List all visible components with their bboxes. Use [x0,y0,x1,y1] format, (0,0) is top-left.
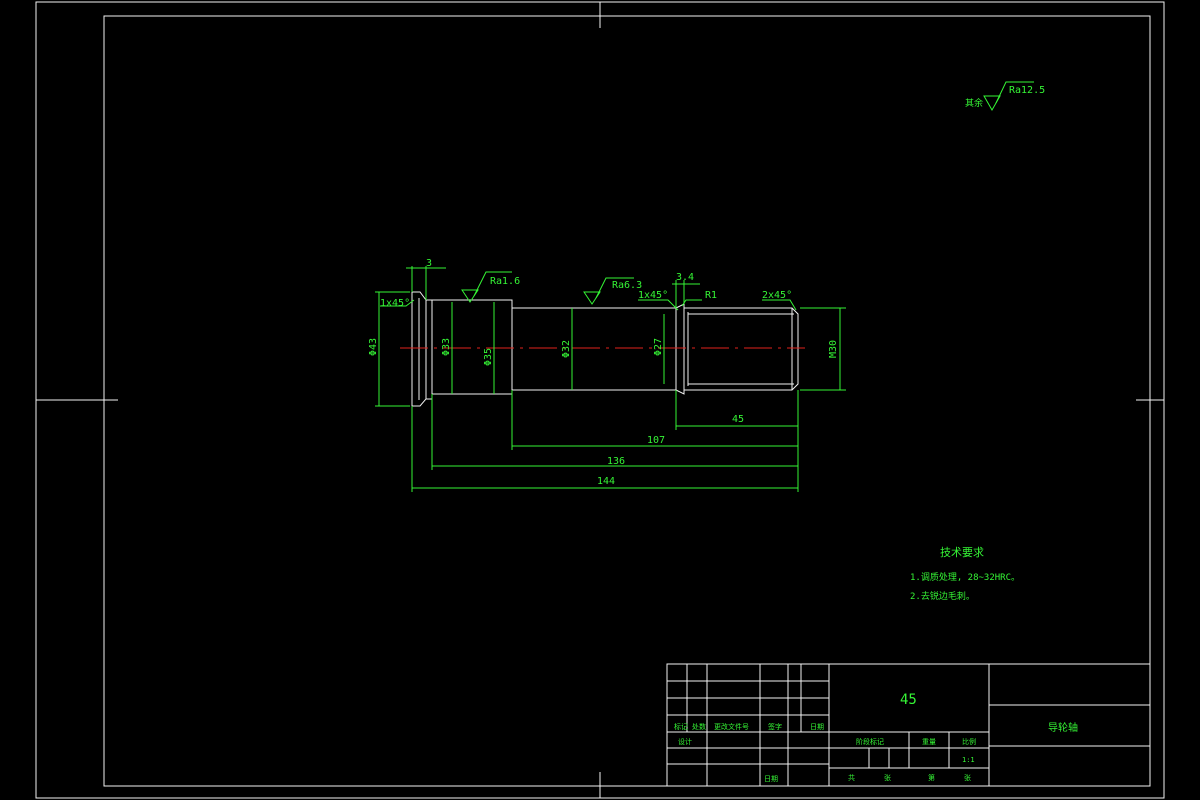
material-label: 45 [900,692,917,708]
length-144-label: 144 [597,476,615,487]
dia-27-label: Φ27 [653,338,664,356]
stage-label: 阶段标记 [856,737,884,746]
weight-label: 重量 [922,738,936,746]
sign-label-0: 标记 [674,722,688,731]
finish-ra63-label: Ra6.3 [612,280,642,291]
dia-43-label: Φ43 [368,338,379,356]
design-label: 设计 [678,737,692,746]
sheet-label-3: 张 [964,773,971,782]
length-136-label: 136 [607,456,625,467]
dimension-labels: 1x45° 1x45° 2x45° R1 Ra1.6 Ra6.3 3 3.4 Φ… [368,258,839,487]
sheet-label-2: 第 [928,773,935,782]
notes-line-1: 1.调质处理, 28~32HRC。 [910,571,1020,583]
chamfer-mid-label: 1x45° [638,290,668,301]
general-surface-finish: 其余 Ra12.5 [965,81,1045,112]
title-block [666,663,1151,787]
scale-value: 1:1 [962,756,975,764]
dia-33-label: Φ33 [441,338,452,356]
dia-35-label: Φ35 [483,348,494,366]
dim-3-label: 3 [426,258,432,269]
part-name: 导轮轴 [1048,721,1078,734]
title-block-text: 45 导轮轴 标记 处数 更改文件号 签字 日期 设计 阶段标记 重量 比例 1… [674,692,1078,783]
thread-m30-label: M30 [828,340,839,358]
dimension-lines [375,266,846,492]
dim-3-4-label: 3.4 [676,272,694,283]
sign-label-4: 日期 [810,723,824,731]
surface-finish-symbol [983,95,1001,112]
sign-label-3: 签字 [768,722,782,731]
notes-title: 技术要求 [940,546,984,559]
sign-label-1: 处数 [692,722,706,731]
general-finish-value: Ra12.5 [1009,85,1045,96]
finish-leader [995,81,1034,104]
approve-label: 日期 [764,775,778,783]
shaft-outline [411,291,799,407]
technical-notes: 技术要求 1.调质处理, 28~32HRC。 2.去锐边毛刺。 [910,546,1020,602]
chamfer-right-label: 2x45° [762,290,792,301]
finish-prefix-label: 其余 [965,97,983,109]
fillet-label: R1 [705,290,717,301]
finish-ra16-label: Ra1.6 [490,276,520,287]
sheet-frame [35,1,1165,799]
length-107-label: 107 [647,435,665,446]
sheet-label-1: 张 [884,773,891,782]
scale-label: 比例 [962,737,976,746]
chamfer-left-label: 1x45° [380,298,410,309]
notes-line-2: 2.去锐边毛刺。 [910,590,975,602]
dia-32-label: Φ32 [561,340,572,358]
sheet-label-0: 共 [848,773,855,782]
length-45-label: 45 [732,414,744,425]
sign-label-2: 更改文件号 [714,722,749,731]
